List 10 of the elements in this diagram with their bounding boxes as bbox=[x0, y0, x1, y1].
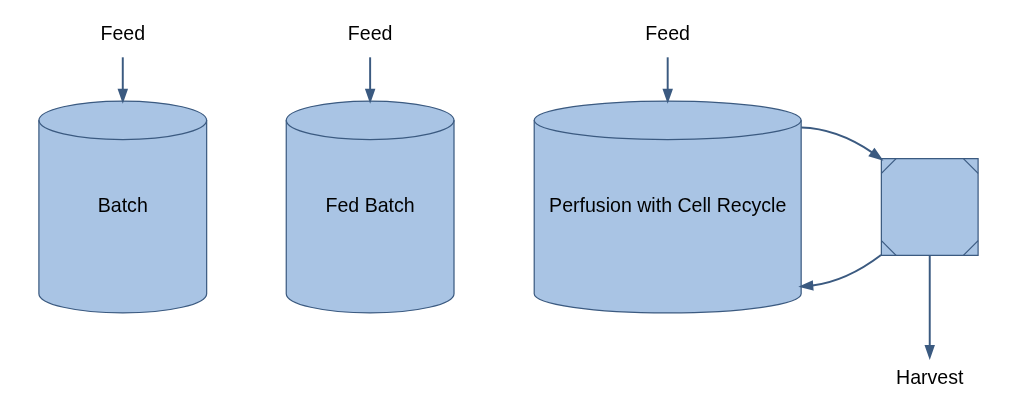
node-text: Feed bbox=[347, 21, 393, 44]
arrow bbox=[364, 56, 376, 104]
node-text: Feed bbox=[645, 21, 690, 44]
arrow bbox=[117, 56, 128, 104]
arrow bbox=[800, 126, 884, 161]
node-text: Feed bbox=[100, 21, 146, 44]
arrow bbox=[924, 254, 935, 360]
node-text: Harvest bbox=[896, 365, 964, 388]
arrow bbox=[798, 254, 883, 291]
arrow bbox=[662, 56, 673, 104]
